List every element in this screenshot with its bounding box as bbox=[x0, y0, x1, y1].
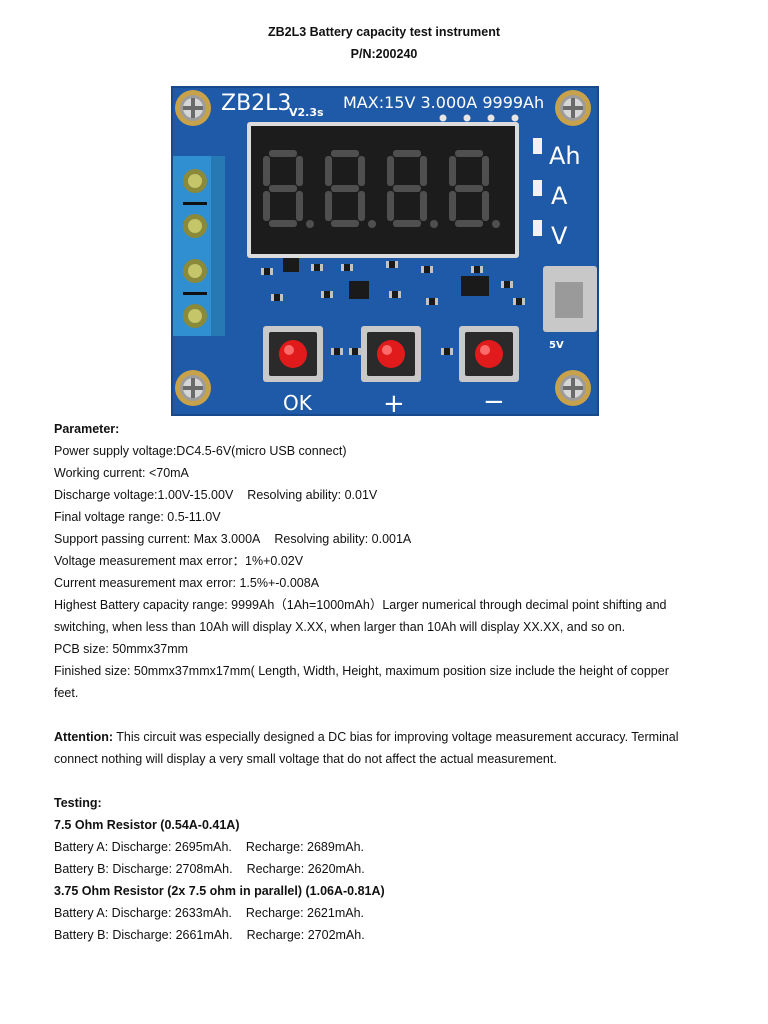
ok-button-label: OK bbox=[283, 391, 313, 415]
discharge-resolution: Resolving ability: 0.01V bbox=[247, 488, 378, 502]
current-resolution: Resolving ability: 0.001A bbox=[274, 532, 412, 546]
param-working-current: Working current: <70mA bbox=[54, 466, 189, 480]
attention-line1: Attention: This circuit was especially d… bbox=[54, 726, 714, 748]
screw-bottom-right bbox=[555, 370, 591, 406]
g2-a-discharge: Battery A: Discharge: 2633mAh. bbox=[54, 906, 232, 920]
param-voltage-error: Voltage measurement max error：1%+0.02V bbox=[54, 554, 304, 568]
usb-voltage-label: 5V bbox=[549, 340, 564, 351]
param-pcb-size: PCB size: 50mmx37mm bbox=[54, 642, 189, 656]
param-finished-line2: feet. bbox=[54, 686, 79, 700]
unit-v-label: V bbox=[551, 222, 568, 250]
minus-button[interactable] bbox=[459, 326, 519, 382]
parameter-heading: Parameter: bbox=[54, 422, 120, 436]
plus-button-label: + bbox=[383, 389, 405, 416]
g2-b-discharge: Battery B: Discharge: 2661mAh. bbox=[54, 928, 233, 942]
g1-b-recharge: Recharge: 2620mAh. bbox=[246, 862, 365, 876]
passing-current: Support passing current: Max 3.000A bbox=[54, 532, 261, 546]
test-group1-battery-a: Battery A: Discharge: 2695mAh. Recharge: … bbox=[54, 836, 714, 858]
screw-top-right bbox=[555, 90, 591, 126]
discharge-voltage: Discharge voltage:1.00V-15.00V bbox=[54, 488, 234, 502]
board-version-label: V2.3s bbox=[289, 106, 324, 119]
test-group2-battery-a: Battery A: Discharge: 2633mAh. Recharge: … bbox=[54, 902, 714, 924]
g1-a-recharge: Recharge: 2689mAh. bbox=[245, 840, 365, 854]
screw-top-left bbox=[175, 90, 211, 126]
param-current-error: Current measurement max error: 1.5%+-0.0… bbox=[54, 576, 320, 590]
param-capacity-line1: Highest Battery capacity range: 9999Ah（1… bbox=[54, 598, 667, 612]
unit-ah-label: Ah bbox=[549, 142, 581, 170]
attention-label: Attention: bbox=[54, 730, 114, 744]
param-finished-line1: Finished size: 50mmx37mmx17mm( Length, W… bbox=[54, 664, 669, 678]
attention-text: This circuit was especially designed a D… bbox=[113, 730, 679, 744]
test-group1-title: 7.5 Ohm Resistor (0.54A-0.41A) bbox=[54, 818, 240, 832]
g2-b-recharge: Recharge: 2702mAh. bbox=[246, 928, 365, 942]
unit-a-label: A bbox=[551, 182, 568, 210]
screw-bottom-left bbox=[175, 370, 211, 406]
attention-line2: connect nothing will display a very smal… bbox=[54, 752, 557, 766]
param-discharge-voltage: Discharge voltage:1.00V-15.00V Resolving … bbox=[54, 484, 714, 506]
document-title: ZB2L3 Battery capacity test instrument bbox=[267, 25, 500, 39]
board-spec-label: MAX:15V 3.000A 9999Ah bbox=[343, 93, 544, 112]
test-group1-battery-b: Battery B: Discharge: 2708mAh. Recharge: … bbox=[54, 858, 714, 880]
part-number: P/N:200240 bbox=[350, 47, 418, 61]
g1-b-discharge: Battery B: Discharge: 2708mAh. bbox=[54, 862, 233, 876]
g1-a-discharge: Battery A: Discharge: 2695mAh. bbox=[54, 840, 232, 854]
g2-a-recharge: Recharge: 2621mAh. bbox=[245, 906, 365, 920]
testing-heading: Testing: bbox=[54, 796, 102, 810]
minus-button-label: − bbox=[483, 387, 505, 416]
plus-button[interactable] bbox=[361, 326, 421, 382]
board-model-label: ZB2L3 bbox=[221, 91, 291, 116]
ok-button[interactable] bbox=[263, 326, 323, 382]
product-photo: ZB2L3 V2.3s MAX:15V 3.000A 9999Ah Ah A V bbox=[171, 86, 599, 416]
test-group2-title: 3.75 Ohm Resistor (2x 7.5 ohm in paralle… bbox=[54, 884, 385, 898]
param-final-voltage: Final voltage range: 0.5-11.0V bbox=[54, 510, 221, 524]
param-passing-current: Support passing current: Max 3.000A Resol… bbox=[54, 528, 714, 550]
test-group2-battery-b: Battery B: Discharge: 2661mAh. Recharge: … bbox=[54, 924, 714, 946]
document-body: Parameter: Power supply voltage:DC4.5-6V… bbox=[54, 418, 714, 946]
param-capacity-line2: switching, when less than 10Ah will disp… bbox=[54, 620, 626, 634]
param-power: Power supply voltage:DC4.5-6V(micro USB … bbox=[54, 444, 347, 458]
